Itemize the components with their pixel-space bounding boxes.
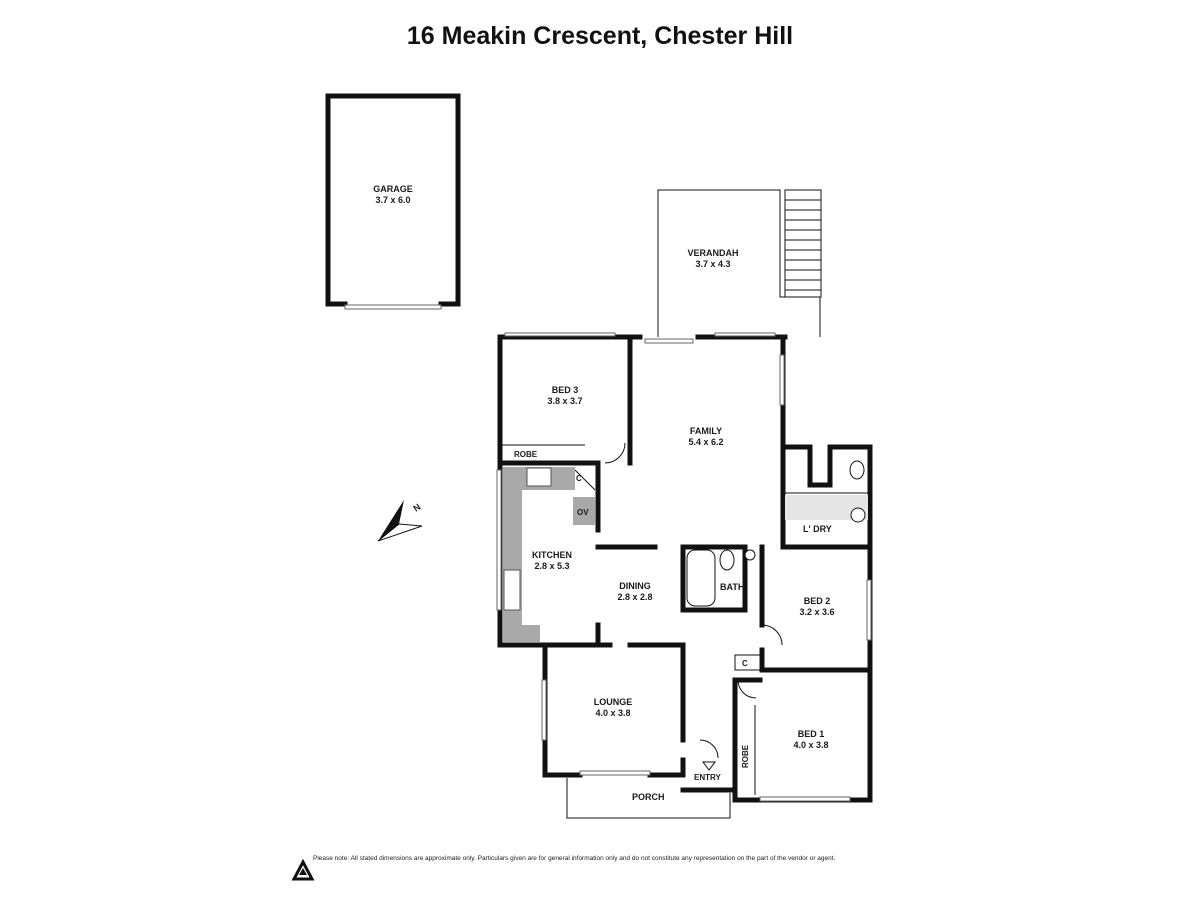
bed2-name: BED 2 (804, 596, 831, 606)
garage-dims: 3.7 x 6.0 (375, 195, 410, 205)
dining-dims: 2.8 x 2.8 (617, 592, 652, 602)
robe-bed3-label: ROBE (514, 450, 538, 459)
disclaimer-text: Please note: All stated dimensions are a… (313, 855, 836, 862)
house-walls (496, 332, 873, 819)
bed3-dims: 3.8 x 3.7 (547, 396, 582, 406)
oven-label: OV (577, 508, 589, 517)
cupboard-hall-label: C (742, 659, 748, 668)
entry-label: ENTRY (694, 773, 721, 782)
family-dims: 5.4 x 6.2 (688, 437, 723, 447)
compass-icon: N (377, 500, 422, 542)
garage (325, 93, 461, 310)
bed2-dims: 3.2 x 3.6 (799, 607, 834, 617)
family-name: FAMILY (690, 426, 722, 436)
laundry-label: L' DRY (803, 524, 832, 534)
bed1-name: BED 1 (798, 729, 825, 739)
dining-name: DINING (619, 581, 651, 591)
kitchen-benches (503, 467, 595, 642)
door-swings (574, 442, 783, 759)
lounge-name: LOUNGE (594, 697, 633, 707)
compass-label: N (411, 502, 422, 514)
bed3-name: BED 3 (552, 385, 579, 395)
lounge-dims: 4.0 x 3.8 (595, 708, 630, 718)
kitchen-name: KITCHEN (532, 550, 572, 560)
verandah-stairs (784, 189, 822, 298)
logo-icon (291, 858, 315, 881)
cupboard-kitchen-label: C (576, 474, 582, 483)
porch-label: PORCH (632, 792, 665, 802)
page-title: 16 Meakin Crescent, Chester Hill (406, 22, 794, 50)
verandah-name: VERANDAH (687, 248, 738, 258)
verandah (657, 189, 822, 337)
robe-bed1-label: ROBE (741, 744, 750, 768)
bed1-dims: 4.0 x 3.8 (793, 740, 828, 750)
bath-label: BATH (720, 582, 744, 592)
bath-fixtures (686, 460, 866, 607)
verandah-dims: 3.7 x 4.3 (695, 259, 730, 269)
entry-arrow-icon (702, 761, 716, 771)
garage-name: GARAGE (373, 184, 413, 194)
kitchen-dims: 2.8 x 5.3 (534, 561, 569, 571)
